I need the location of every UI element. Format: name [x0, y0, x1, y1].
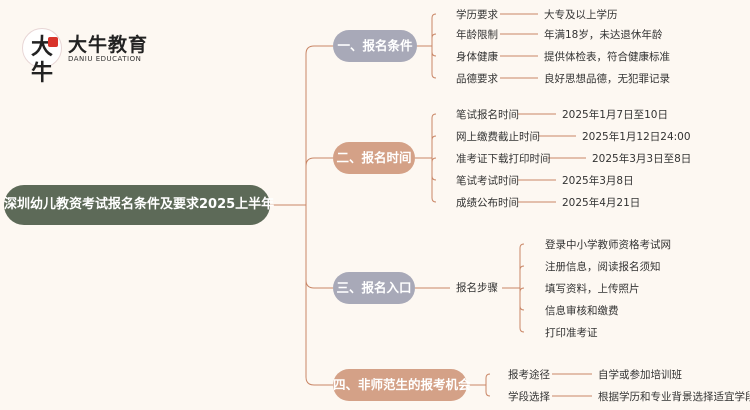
branch-3-fan [519, 288, 525, 333]
registration-step: 填写资料，上传照片 [545, 283, 640, 295]
condition-label: 学历要求 [456, 9, 498, 21]
condition-value: 年满18岁，未达退休年龄 [544, 29, 663, 41]
root-topic: 深圳幼儿教资考试报名条件及要求2025上半年 [4, 185, 274, 225]
schedule-label: 网上缴费截止时间 [456, 131, 540, 143]
schedule-value: 2025年1月12日24:00 [582, 131, 691, 143]
opportunity-label: 学段选择 [508, 391, 550, 403]
schedule-label: 准考证下载打印时间 [456, 153, 551, 165]
logo-emblem: 大牛 [22, 28, 62, 86]
steps-label: 报名步骤 [456, 282, 498, 294]
branch-3-fan [519, 287, 525, 293]
condition-value: 大专及以上学历 [544, 9, 618, 21]
schedule-value: 2025年3月3日至8日 [592, 153, 692, 165]
branch-2-fan [431, 113, 437, 158]
branch-3-fan [519, 265, 525, 288]
logo-title: 大牛教育 [68, 34, 149, 56]
registration-step: 打印准考证 [545, 327, 598, 339]
branch-connector [305, 157, 333, 205]
branch-2-fan [431, 135, 437, 158]
branch-1-fan [431, 33, 437, 46]
branch-connector [305, 45, 333, 205]
branch-1-fan [431, 46, 437, 57]
branch-1-fan [431, 46, 437, 79]
schedule-value: 2025年1月7日至10日 [562, 109, 668, 121]
branch-2-fan [431, 158, 437, 181]
branch-2-fan [431, 158, 437, 203]
schedule-value: 2025年4月21日 [562, 197, 641, 209]
branch-1-fan [431, 13, 437, 46]
branch-3-fan [519, 243, 525, 288]
branch-connector [305, 205, 333, 386]
condition-label: 年龄限制 [456, 29, 498, 41]
logo-seal-icon [48, 37, 58, 47]
logo-subtitle: DANIU EDUCATION [68, 55, 142, 63]
registration-step: 信息审核和缴费 [545, 305, 619, 317]
opportunity-label: 报考途径 [508, 369, 550, 381]
branch-registration-portal: 三、报名入口 [333, 272, 415, 304]
schedule-value: 2025年3月8日 [562, 175, 634, 187]
schedule-label: 笔试考试时间 [456, 175, 519, 187]
condition-value: 良好思想品德，无犯罪记录 [544, 73, 670, 85]
branch-2-fan [431, 157, 437, 163]
branch-non-normal-students: 四、非师范生的报考机会 [333, 369, 471, 401]
schedule-label: 笔试报名时间 [456, 109, 519, 121]
condition-label: 品德要求 [456, 73, 498, 85]
branch-registration-time: 二、报名时间 [333, 142, 415, 174]
logo-glyph: 大牛 [31, 35, 54, 86]
brand-logo: 大牛 大牛教育 DANIU EDUCATION [22, 28, 182, 86]
opportunity-value: 自学或参加培训班 [598, 369, 682, 381]
branch-4-fan [485, 373, 491, 385]
branch-connector [305, 205, 333, 289]
condition-value: 提供体检表，符合健康标准 [544, 51, 670, 63]
branch-3-fan [519, 288, 525, 311]
condition-label: 身体健康 [456, 51, 498, 63]
registration-step: 登录中小学教师资格考试网 [545, 239, 671, 251]
registration-step: 注册信息，阅读报名须知 [545, 261, 661, 273]
branch-registration-conditions: 一、报名条件 [333, 30, 417, 62]
schedule-label: 成绩公布时间 [456, 197, 519, 209]
opportunity-value: 根据学历和专业背景选择适宜学段 [598, 391, 750, 403]
branch-4-fan [485, 385, 491, 397]
